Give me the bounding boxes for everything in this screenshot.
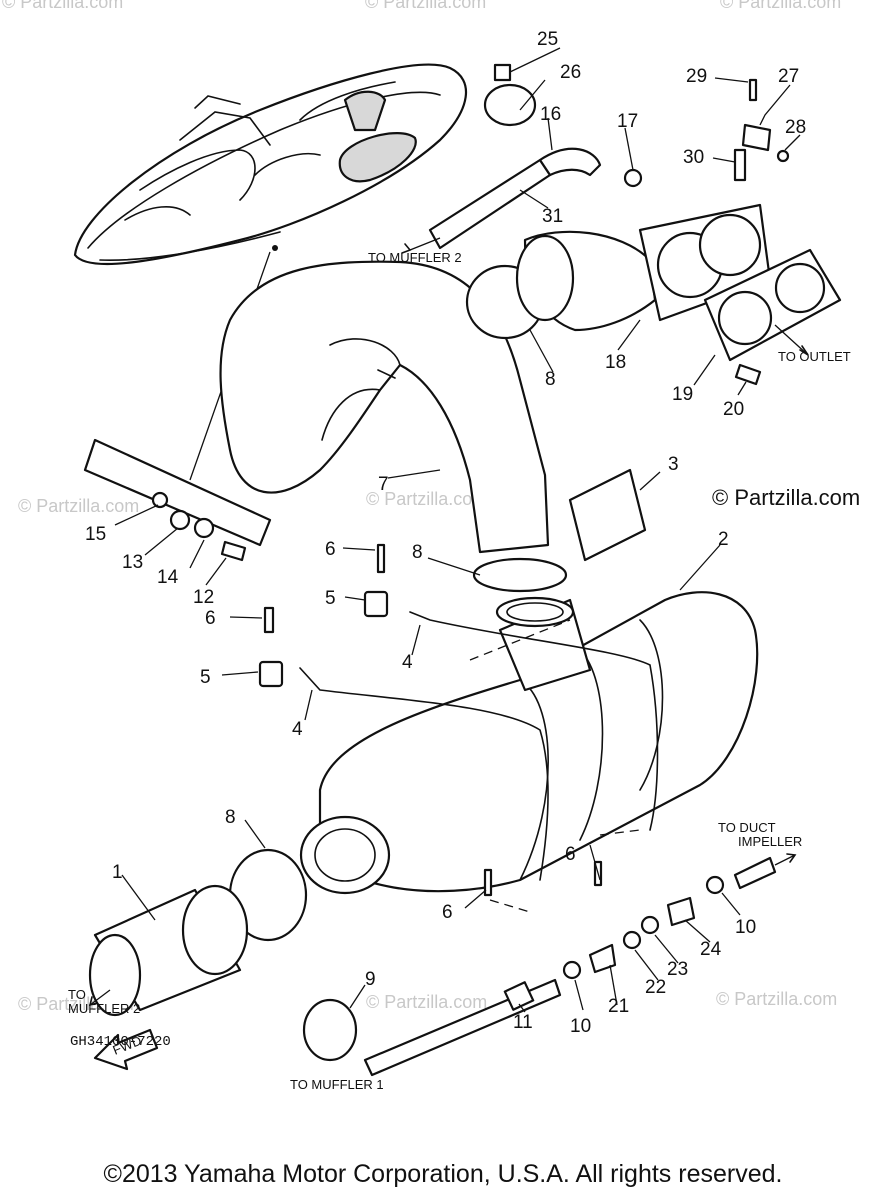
watermark-mid-center: © Partzilla.com <box>366 489 487 509</box>
rubber-joint <box>88 884 249 1017</box>
copyright-notice: ©2013 Yamaha Motor Corporation, U.S.A. A… <box>103 1160 783 1188</box>
part-number-30: 30 <box>683 147 704 168</box>
part-number-1: 1 <box>112 862 123 883</box>
holder-25 <box>493 63 512 82</box>
part-number-29: 29 <box>686 66 707 87</box>
bracket-5-lower <box>258 660 284 688</box>
part-number-12: 12 <box>193 587 214 608</box>
note-impeller: IMPELLER <box>738 834 802 849</box>
part-number-19: 19 <box>672 384 693 405</box>
part-number-24: 24 <box>700 939 722 960</box>
exhaust-gasket <box>703 248 842 362</box>
holder-27 <box>741 123 772 152</box>
part-number-10-upper: 10 <box>735 917 756 938</box>
part-number-25: 25 <box>537 29 558 50</box>
hose-section-left <box>83 438 272 547</box>
washer-28 <box>776 149 790 163</box>
watercraft-illustration <box>73 63 468 266</box>
part-number-6-right: 6 <box>565 844 576 865</box>
part-number-9: 9 <box>365 969 376 990</box>
bolt-6-bottom <box>483 868 493 897</box>
part-number-23: 23 <box>667 959 688 980</box>
part-number-8-middle: 8 <box>412 542 423 563</box>
diagram-code: GH34100-7220 <box>70 1034 171 1050</box>
muffler-body <box>299 591 759 895</box>
note-to-muffler-1: TO MUFFLER 1 <box>290 1077 384 1092</box>
fwd-arrow-icon <box>93 1028 159 1071</box>
strap-upper <box>409 611 659 831</box>
heat-shield-sheet <box>568 468 647 562</box>
part-number-26: 26 <box>560 62 581 83</box>
duct-hose <box>733 856 777 890</box>
nipple-24 <box>666 896 696 927</box>
part-number-8-top: 8 <box>545 369 556 390</box>
part-number-6-left: 6 <box>205 608 216 629</box>
clamp-26 <box>483 83 537 127</box>
bolt-12 <box>220 540 247 562</box>
part-number-28: 28 <box>785 117 806 138</box>
note-to: TO <box>68 987 86 1002</box>
screw-29 <box>748 78 758 102</box>
part-number-4-lower: 4 <box>292 719 303 740</box>
note-to-muffler-2-top: TO MUFFLER 2 <box>368 250 462 265</box>
part-number-6-bottom: 6 <box>442 902 453 923</box>
part-number-3: 3 <box>668 454 679 475</box>
bracket-5-upper <box>363 590 389 618</box>
joint-11 <box>503 981 535 1011</box>
part-number-2: 2 <box>718 529 729 550</box>
watermark-mid-left: © Partzilla.com <box>18 496 139 516</box>
water-hose <box>428 158 552 250</box>
part-number-4-upper: 4 <box>402 652 413 673</box>
part-number-31: 31 <box>542 206 563 227</box>
clamp-17 <box>623 168 643 188</box>
watermark-bottom-right: © Partzilla.com <box>716 989 837 1009</box>
part-number-8-lower: 8 <box>225 807 236 828</box>
part-number-20: 20 <box>723 399 744 420</box>
part-number-11: 11 <box>513 1012 533 1033</box>
part-number-22: 22 <box>645 977 666 998</box>
bolt-20 <box>734 363 762 386</box>
part-number-27: 27 <box>778 66 799 87</box>
part-number-7: 7 <box>378 474 389 495</box>
part-number-13: 13 <box>122 552 143 573</box>
part-number-5-upper: 5 <box>325 588 336 609</box>
washer-14 <box>193 517 215 539</box>
part-number-17: 17 <box>617 111 638 132</box>
part-number-6-upper: 6 <box>325 539 336 560</box>
note-to-outlet: TO OUTLET <box>778 349 851 364</box>
nipple-21 <box>588 943 617 974</box>
part-number-5-lower: 5 <box>200 667 211 688</box>
exhaust-pipe <box>219 260 550 554</box>
clamp-10-lower <box>562 960 582 980</box>
part-number-18: 18 <box>605 352 626 373</box>
part-number-16: 16 <box>540 104 561 125</box>
note-to-duct: TO DUCT <box>718 820 776 835</box>
strap-lower <box>299 667 549 881</box>
clamp-15 <box>151 491 169 509</box>
bolt-6-upper <box>376 543 386 574</box>
nut-13 <box>169 509 191 531</box>
watermark-main: © Partzilla.com <box>712 485 860 510</box>
washer-22 <box>622 930 642 950</box>
note-muffler-2-bottom: MUFFLER 2 <box>68 1001 140 1016</box>
nipple-30 <box>733 148 747 182</box>
exhaust-elbow <box>515 203 772 332</box>
watermark-bottom-center: © Partzilla.com <box>366 992 487 1012</box>
watermark-top-left: © Partzilla.com <box>2 0 123 12</box>
clamp-10-upper <box>705 875 725 895</box>
part-number-14: 14 <box>157 567 179 588</box>
hose-clamp-middle <box>472 557 568 593</box>
washer-23 <box>640 915 660 935</box>
part-number-21: 21 <box>608 996 629 1017</box>
bolt-6-left <box>263 606 275 634</box>
hose-clamp-9 <box>302 998 358 1062</box>
part-number-10-lower: 10 <box>570 1016 591 1037</box>
watermark-top-right: © Partzilla.com <box>720 0 841 12</box>
watermark-top-center: © Partzilla.com <box>365 0 486 12</box>
part-number-15: 15 <box>85 524 106 545</box>
